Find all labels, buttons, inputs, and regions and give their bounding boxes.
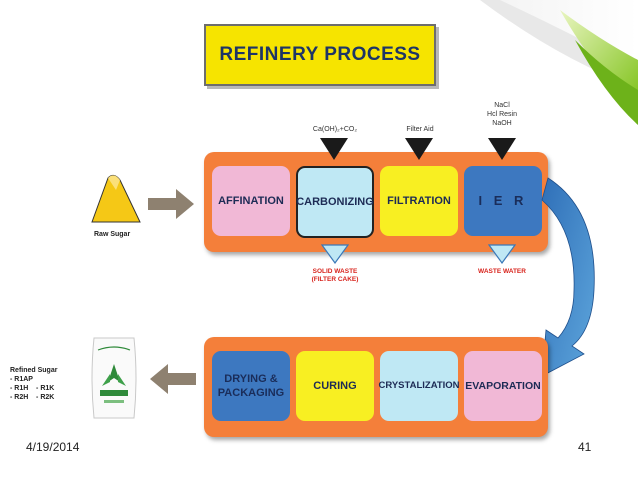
input-ier-naoh: NaOH bbox=[492, 120, 512, 127]
waste-water-note: WASTE WATER bbox=[478, 268, 526, 275]
stage-ier-label: I E R bbox=[478, 193, 528, 208]
footer-page-number: 41 bbox=[578, 440, 592, 454]
stage-drying-packaging: DRYING & PACKAGING bbox=[212, 351, 290, 421]
stage-filtration-label: FILTRATION bbox=[387, 195, 451, 207]
stage-evaporation-label: EVAPORATION bbox=[465, 380, 541, 392]
input-arrow-carbonizing-icon bbox=[320, 138, 348, 160]
input-arrow-filtration-icon bbox=[405, 138, 433, 160]
refined-sugar-line-3: - R2H - R2K bbox=[10, 394, 55, 401]
stage-affination-label: AFFINATION bbox=[218, 195, 284, 207]
stage-drying-packaging-label: DRYING & PACKAGING bbox=[217, 373, 285, 399]
arrow-right-icon bbox=[148, 189, 194, 219]
raw-sugar-pile-icon bbox=[91, 174, 141, 223]
raw-sugar-label: Raw Sugar bbox=[94, 231, 131, 238]
input-filtration-label: Filter Aid bbox=[406, 126, 434, 133]
solid-waste-note: SOLID WASTE (FILTER CAKE) bbox=[300, 268, 370, 284]
stage-crystalization-label: CRYSTALIZATION bbox=[378, 380, 460, 391]
solid-waste-line: SOLID WASTE bbox=[312, 268, 358, 275]
footer-date: 4/19/2014 bbox=[26, 440, 80, 454]
input-ier-labels: NaCl Hcl Resin NaOH bbox=[476, 101, 528, 128]
input-ier-nacl: NaCl bbox=[494, 102, 510, 109]
refined-sugar-line-2: - R1H - R1K bbox=[10, 385, 55, 392]
input-ier-hcl-resin: Hcl Resin bbox=[487, 111, 517, 118]
input-arrow-ier-icon bbox=[488, 138, 516, 160]
stage-curing-label: CURING bbox=[313, 380, 357, 392]
stage-carbonizing: CARBONIZING bbox=[296, 166, 374, 238]
stage-curing: CURING bbox=[296, 351, 374, 421]
stage-filtration: FILTRATION bbox=[380, 166, 458, 236]
output-arrow-waste-water-icon bbox=[488, 244, 516, 264]
stage-affination: AFFINATION bbox=[212, 166, 290, 236]
input-carbonizing-label: Ca(OH)₂+CO₂ bbox=[312, 126, 358, 133]
stage-crystalization: CRYSTALIZATION bbox=[378, 351, 460, 421]
page-title: REFINERY PROCESS bbox=[219, 44, 421, 65]
refined-sugar-title: Refined Sugar bbox=[10, 367, 58, 374]
title-box: REFINERY PROCESS bbox=[204, 24, 436, 86]
refined-sugar-list: Refined Sugar - R1AP - R1H - R1K - R2H -… bbox=[10, 366, 90, 402]
filter-cake-line: (FILTER CAKE) bbox=[311, 276, 359, 283]
output-arrow-solid-waste-icon bbox=[321, 244, 349, 264]
stage-ier: I E R bbox=[464, 166, 542, 236]
refined-sugar-line-1: - R1AP bbox=[10, 376, 33, 383]
stage-carbonizing-label: CARBONIZING bbox=[296, 196, 374, 208]
arrow-left-icon bbox=[150, 364, 196, 394]
sugar-bag-icon bbox=[91, 337, 137, 419]
stage-evaporation: EVAPORATION bbox=[464, 351, 542, 421]
